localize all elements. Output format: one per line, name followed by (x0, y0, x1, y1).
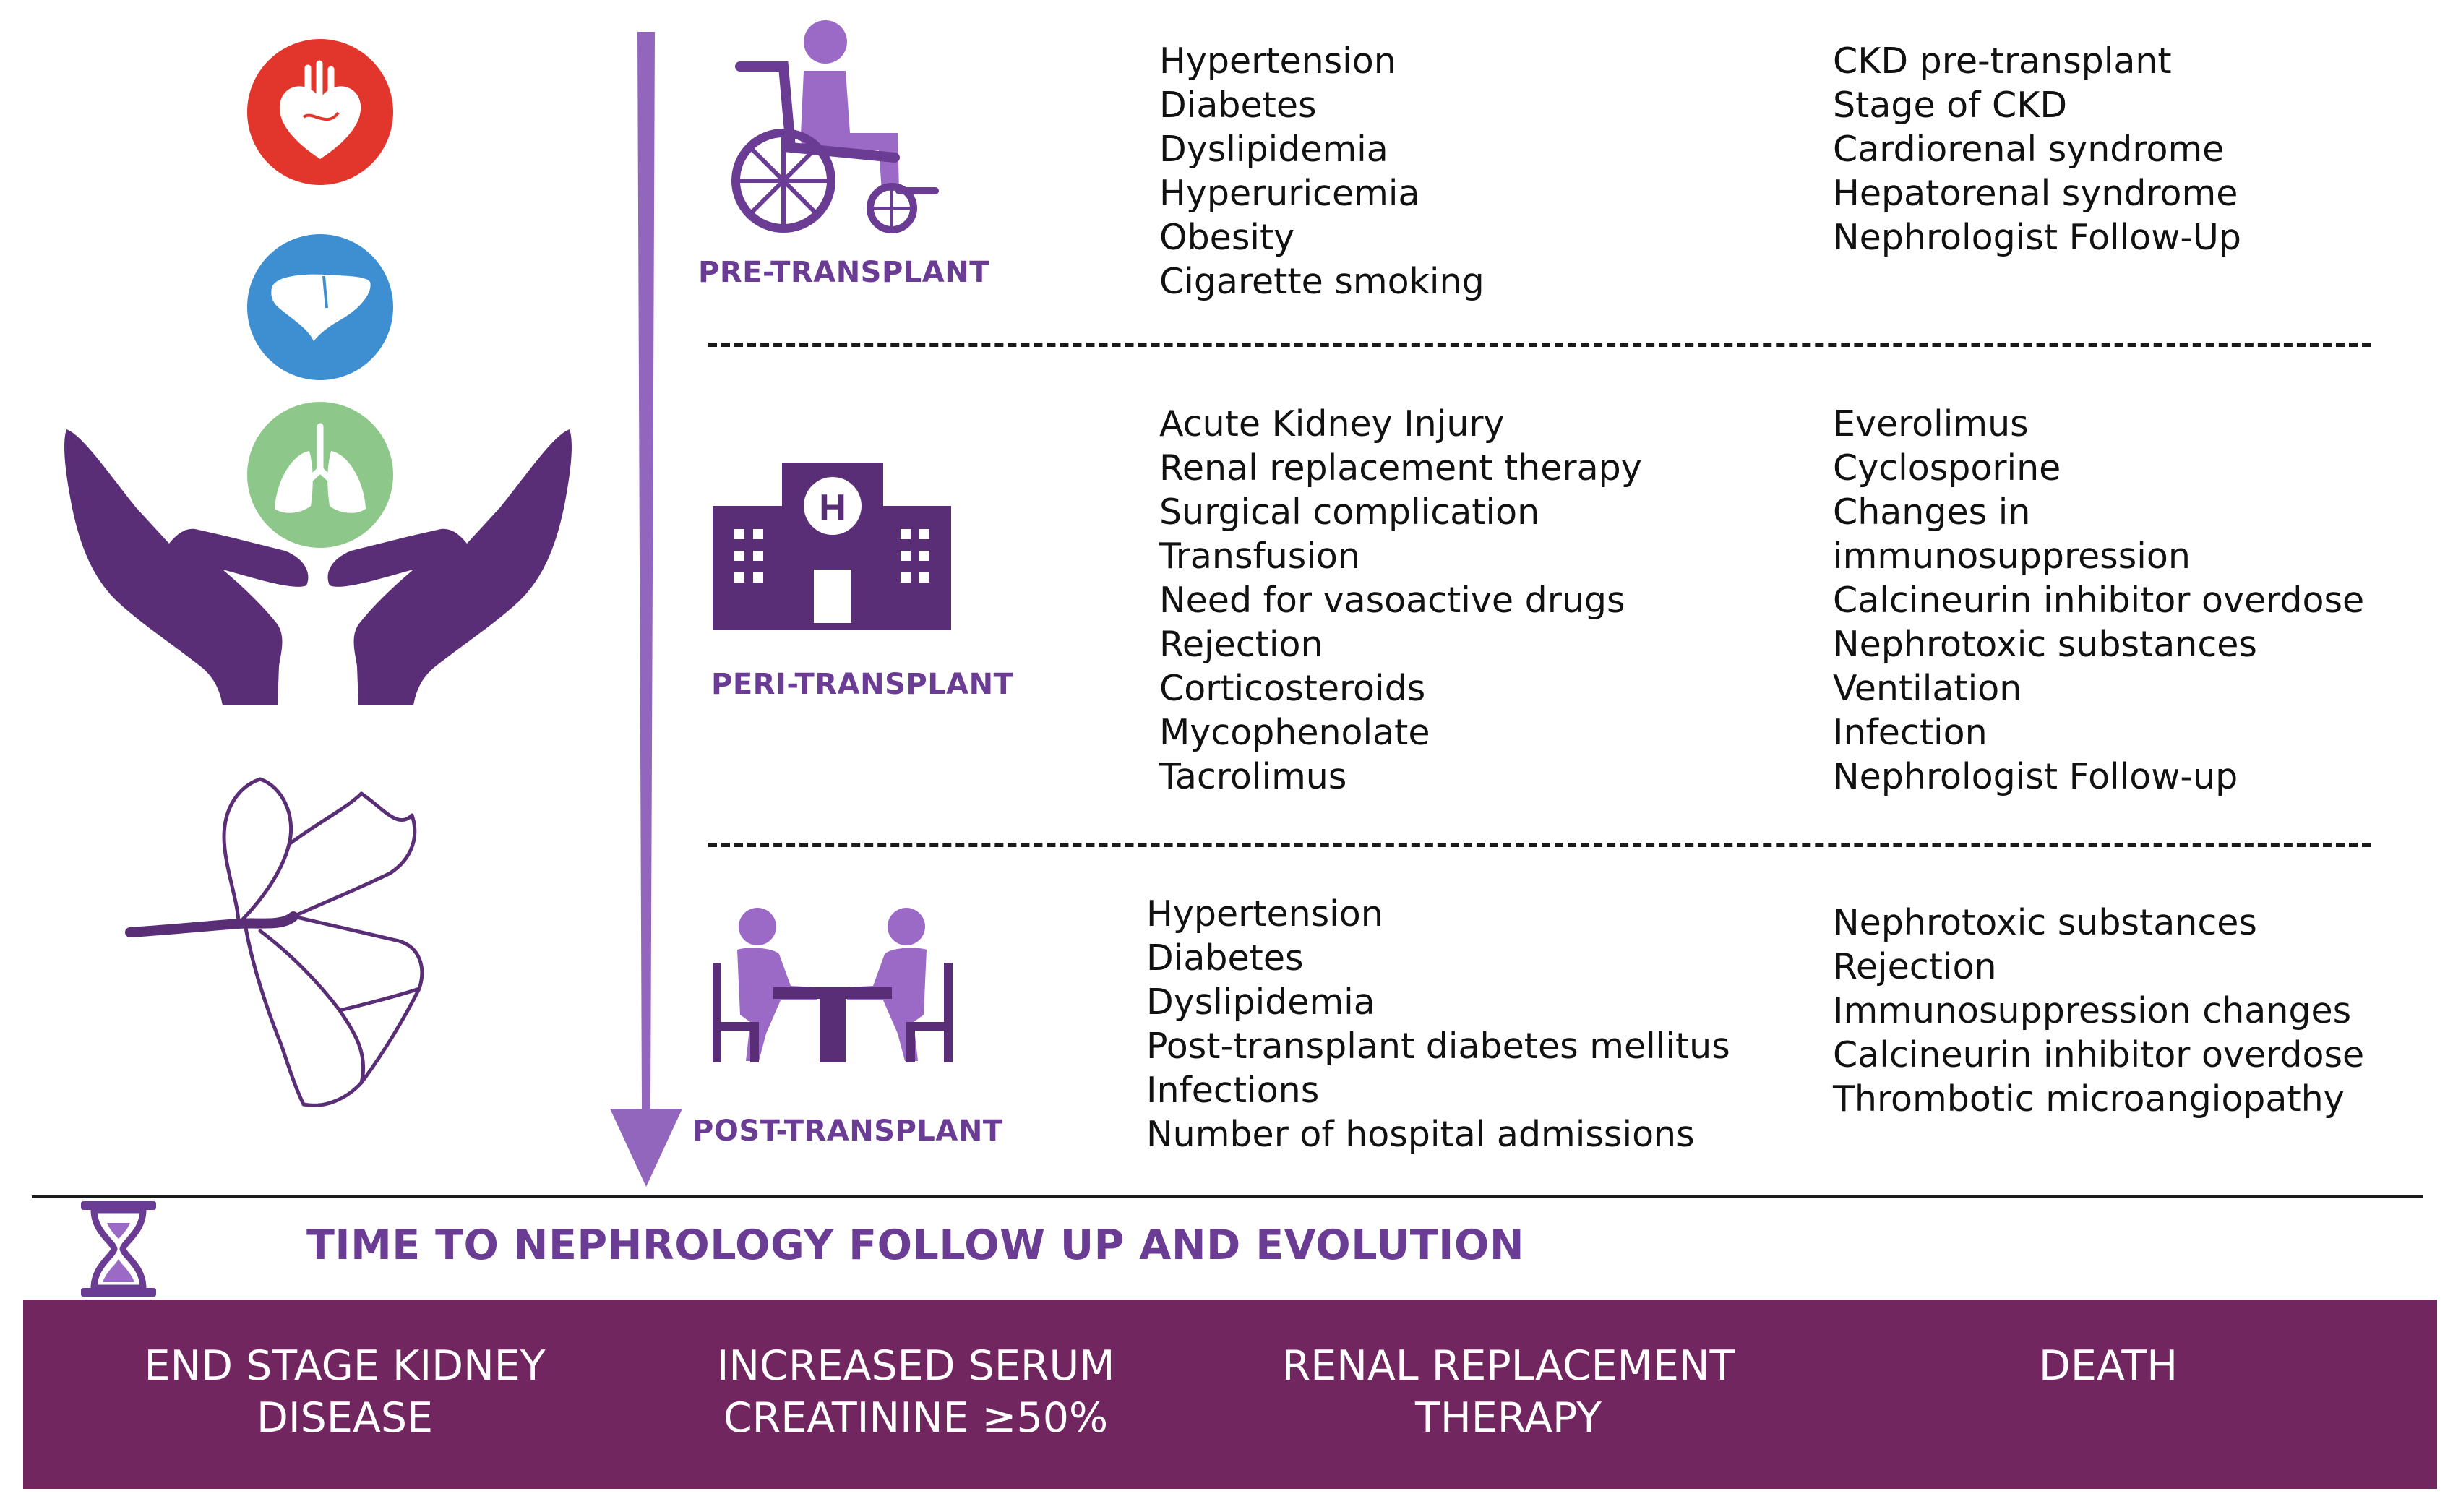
outcome-death: DEATH (2038, 1342, 2178, 1390)
list-item: Dyslipidemia (1146, 981, 1375, 1023)
list-item: Nephrotoxic substances (1833, 624, 2257, 665)
outcome-increased-serum-creatinine: INCREASED SERUM CREATININE ≥50% (716, 1342, 1115, 1442)
outcome-end-stage-kidney-disease: END STAGE KIDNEY DISEASE (144, 1342, 546, 1442)
divider-peri-post (708, 843, 2371, 847)
list-item: Tacrolimus (1159, 756, 1347, 797)
list-item: Hyperuricemia (1159, 173, 1420, 214)
wheelchair-icon (731, 20, 939, 233)
list-item: Immunosuppression changes (1833, 990, 2352, 1031)
list-item: Renal replacement therapy (1159, 447, 1642, 489)
list-item: Calcineurin inhibitor overdose (1833, 580, 2365, 621)
hospital-icon: H (713, 463, 951, 630)
outcomes-band: END STAGE KIDNEY DISEASE INCREASED SERUM… (23, 1300, 2437, 1489)
list-item: Post-transplant diabetes mellitus (1146, 1026, 1730, 1067)
heart-icon (247, 39, 393, 185)
list-item: Corticosteroids (1159, 668, 1426, 709)
list-item: Hypertension (1146, 893, 1383, 935)
list-item: Everolimus (1833, 403, 2029, 444)
timeline-arrow-icon (610, 32, 682, 1187)
list-item: Need for vasoactive drugs (1159, 580, 1625, 621)
timeline-baseline (32, 1195, 2423, 1198)
list-item: Rejection (1159, 624, 1323, 665)
list-item: Calcineurin inhibitor overdose (1833, 1034, 2365, 1075)
post-transplant-right-list: Nephrotoxic substances Rejection Immunos… (1833, 901, 2364, 1121)
list-item: Transfusion (1159, 536, 1360, 577)
list-item: Changes in (1833, 491, 2031, 533)
list-item: Hepatorenal syndrome (1833, 173, 2238, 214)
list-item: Diabetes (1146, 937, 1304, 979)
peri-transplant-left-list: Acute Kidney Injury Renal replacement th… (1159, 402, 1642, 799)
pre-transplant-right-list: CKD pre-transplant Stage of CKD Cardiore… (1833, 39, 2241, 259)
list-item: Thrombotic microangiopathy (1833, 1078, 2345, 1120)
list-item: Nephrotoxic substances (1833, 902, 2257, 943)
peri-transplant-right-list: Everolimus Cyclosporine Changes in immun… (1833, 402, 2364, 799)
consultation-icon (713, 908, 953, 1062)
lungs-icon (247, 402, 393, 548)
phase-label-post-transplant: POST-TRANSPLANT (692, 1114, 1003, 1148)
list-item: Cyclosporine (1833, 447, 2061, 489)
list-item: Infection (1833, 712, 1988, 753)
phase-label-peri-transplant: PERI-TRANSPLANT (711, 668, 1014, 701)
list-item: immunosuppression (1833, 536, 2191, 577)
list-item: Infections (1146, 1070, 1320, 1111)
follow-up-title: TIME TO NEPHROLOGY FOLLOW UP AND EVOLUTI… (306, 1221, 1525, 1269)
list-item: Acute Kidney Injury (1159, 403, 1505, 444)
svg-text:H: H (819, 487, 846, 529)
list-item: Nephrologist Follow-up (1833, 756, 2238, 797)
list-item: Mycophenolate (1159, 712, 1430, 753)
list-item: Cardiorenal syndrome (1833, 129, 2225, 170)
list-item: Surgical complication (1159, 491, 1540, 533)
list-item: Number of hospital admissions (1146, 1114, 1695, 1155)
list-item: Dyslipidemia (1159, 129, 1388, 170)
list-item: Cigarette smoking (1159, 261, 1485, 302)
kidney-vessels-icon (125, 777, 424, 1107)
outcome-renal-replacement-therapy: RENAL REPLACEMENT THERAPY (1281, 1342, 1735, 1442)
list-item: Ventilation (1833, 668, 2022, 709)
phase-label-pre-transplant: PRE-TRANSPLANT (698, 256, 990, 289)
list-item: Rejection (1833, 946, 1997, 987)
list-item: Obesity (1159, 217, 1295, 258)
pre-transplant-left-list: Hypertension Diabetes Dyslipidemia Hyper… (1159, 39, 1485, 304)
divider-pre-peri (708, 343, 2371, 347)
list-item: Stage of CKD (1833, 85, 2068, 126)
liver-icon (247, 234, 393, 380)
hourglass-icon (81, 1201, 156, 1297)
list-item: Diabetes (1159, 85, 1317, 126)
post-transplant-left-list: Hypertension Diabetes Dyslipidemia Post-… (1146, 892, 1730, 1156)
list-item: Nephrologist Follow-Up (1833, 217, 2241, 258)
list-item: Hypertension (1159, 40, 1396, 82)
list-item: CKD pre-transplant (1833, 40, 2172, 82)
hands-icon (64, 429, 572, 705)
